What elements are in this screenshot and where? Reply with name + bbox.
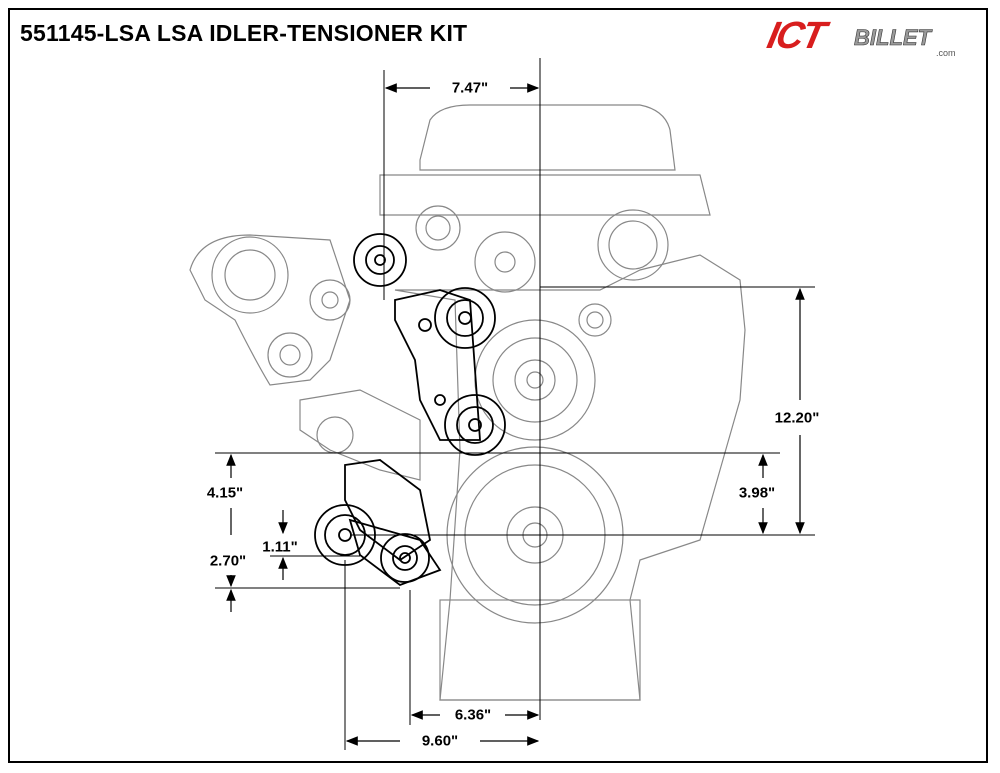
logo-text-domain: .com	[936, 48, 956, 58]
ict-billet-logo: ICT BILLET .com	[764, 15, 968, 60]
engine-outline	[189, 104, 746, 701]
logo-text-secondary: BILLET	[854, 25, 932, 50]
drawing-border	[8, 8, 988, 763]
dimension-arrows	[226, 83, 805, 746]
dimension-top-width: 7.47"	[449, 79, 491, 97]
dimension-tensioner-offset: 1.11"	[260, 538, 300, 556]
extension-lines	[215, 58, 815, 750]
dimension-tensioner-height: 2.70"	[207, 552, 249, 570]
dimension-bottom-width-inner: 6.36"	[452, 706, 494, 724]
dimension-left-height: 4.15"	[204, 484, 246, 502]
idler-tensioner-kit	[314, 233, 506, 587]
dimension-total-height: 12.20"	[772, 409, 822, 427]
dimension-bottom-width-outer: 9.60"	[419, 732, 461, 750]
dimension-right-height: 3.98"	[736, 484, 778, 502]
page-title: 551145-LSA LSA IDLER-TENSIONER KIT	[20, 20, 468, 46]
